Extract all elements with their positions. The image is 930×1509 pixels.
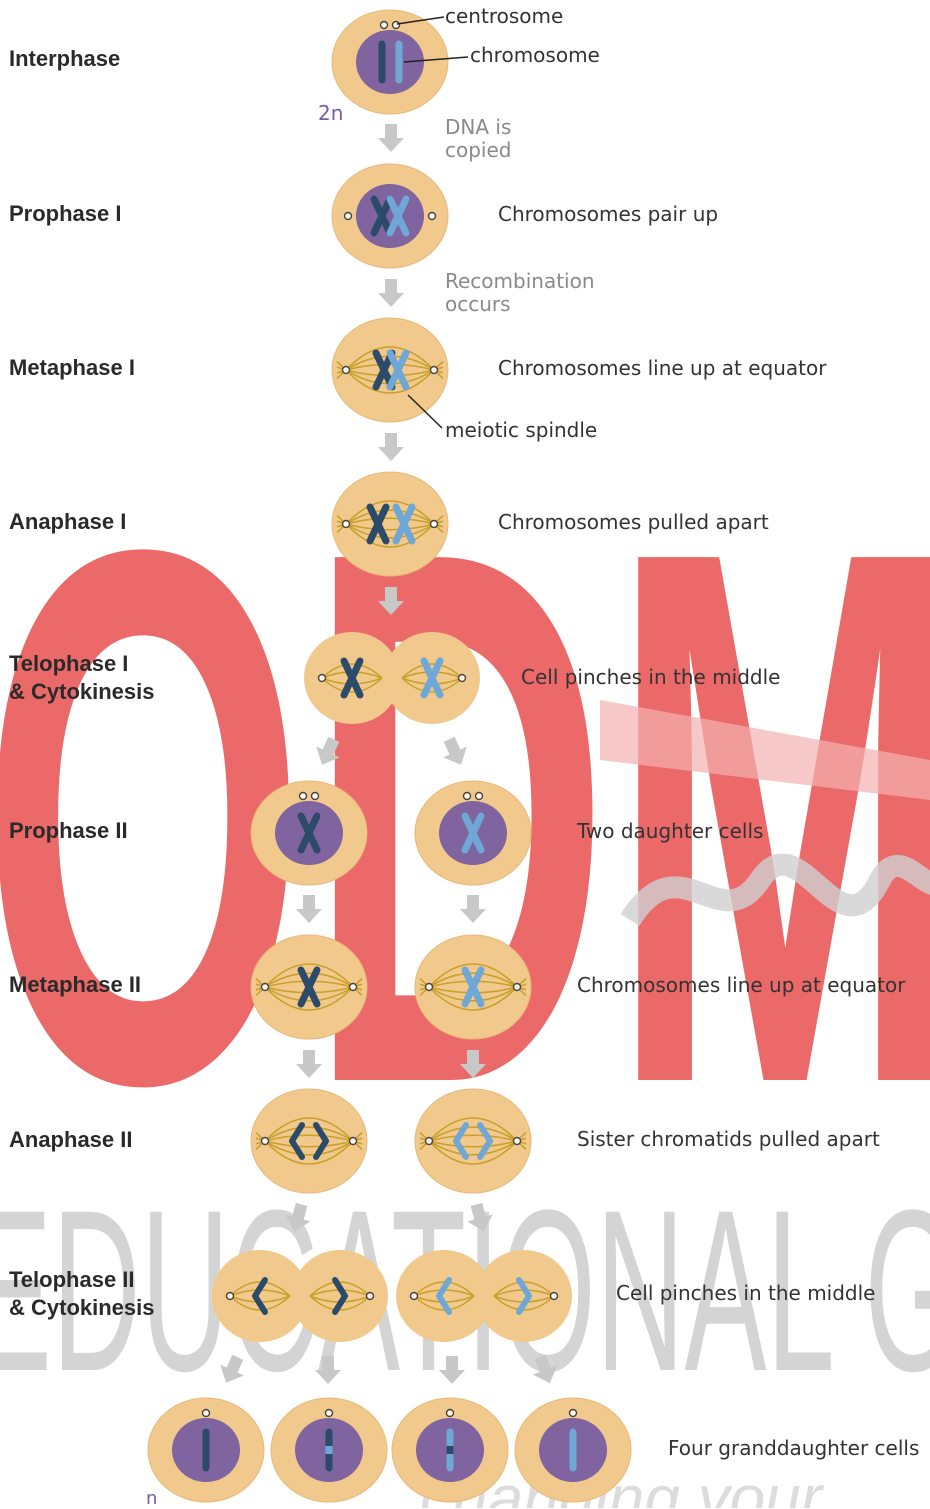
- cell-anaphase-2-left: [251, 1089, 367, 1193]
- cell-prophase-2-left: [251, 781, 367, 885]
- arrow-9a: [214, 1352, 249, 1388]
- arrow-7-right: [460, 1050, 486, 1078]
- cell-granddaughter-2: [271, 1398, 387, 1502]
- cell-prophase-2-right: [415, 781, 531, 885]
- description-prophase-2: Two daughter cells: [577, 819, 763, 843]
- cell-interphase: [332, 10, 448, 114]
- callout-centrosome: centrosome: [445, 4, 563, 28]
- arrow-5a: [310, 734, 345, 770]
- stage-label-telophase-1: Telophase I & Cytokinesis: [9, 650, 155, 706]
- cell-metaphase-2-right: [415, 935, 531, 1039]
- arrow-9d: [528, 1352, 562, 1387]
- stage-label-metaphase-1: Metaphase I: [9, 354, 135, 382]
- description-metaphase-2: Chromosomes line up at equator: [577, 973, 905, 997]
- description-telophase-2: Cell pinches in the middle: [616, 1281, 875, 1305]
- description-telophase-1: Cell pinches in the middle: [521, 665, 780, 689]
- note-dna-copied: DNA is copied: [445, 116, 511, 162]
- arrow-5b: [437, 734, 472, 770]
- nucleus: [356, 30, 424, 94]
- stage-label-anaphase-1: Anaphase I: [9, 508, 126, 536]
- arrow-9b: [315, 1356, 341, 1384]
- arrow-2: [378, 279, 404, 307]
- cell-telophase-2-left: [212, 1250, 388, 1342]
- arrow-8a: [282, 1201, 314, 1235]
- stage-label-metaphase-2: Metaphase II: [9, 971, 141, 999]
- stage-label-prophase-1: Prophase I: [9, 200, 121, 228]
- arrow-3: [378, 433, 404, 461]
- nucleus: [356, 184, 424, 248]
- cell-metaphase-2-left: [251, 935, 367, 1039]
- ploidy-haploid: n: [146, 1488, 157, 1509]
- stage-label-interphase: Interphase: [9, 45, 120, 73]
- ploidy-diploid: 2n: [318, 101, 343, 125]
- arrow-4: [378, 587, 404, 615]
- callout-chromosome: chromosome: [470, 43, 600, 67]
- arrow-6-right: [460, 895, 486, 923]
- description-prophase-1: Chromosomes pair up: [498, 202, 718, 226]
- arrow-9c: [439, 1356, 465, 1384]
- arrow-7-left: [296, 1050, 322, 1078]
- description-anaphase-1: Chromosomes pulled apart: [498, 510, 769, 534]
- cell-prophase-1: [332, 164, 448, 268]
- cell-metaphase-1: [332, 318, 448, 422]
- cell-granddaughter-1: [148, 1398, 264, 1502]
- description-anaphase-2: Sister chromatids pulled apart: [577, 1127, 880, 1151]
- arrow-1: [378, 124, 404, 152]
- arrow-6-left: [296, 895, 322, 923]
- cell-anaphase-2-right: [415, 1089, 531, 1193]
- stage-label-prophase-2: Prophase II: [9, 817, 128, 845]
- arrow-8b: [464, 1201, 496, 1235]
- description-granddaughter: Four granddaughter cells: [668, 1436, 919, 1460]
- cell-telophase-1: [304, 632, 480, 724]
- cell-granddaughter-3: [392, 1398, 508, 1502]
- stage-label-anaphase-2: Anaphase II: [9, 1126, 132, 1154]
- cell-granddaughter-4: [515, 1398, 631, 1502]
- cell-anaphase-1: [332, 472, 448, 576]
- stage-label-telophase-2: Telophase II & Cytokinesis: [9, 1266, 155, 1322]
- callout-spindle: meiotic spindle: [445, 418, 597, 442]
- cell-telophase-2-right: [396, 1250, 572, 1342]
- note-recombination: Recombination occurs: [445, 270, 595, 316]
- description-metaphase-1: Chromosomes line up at equator: [498, 356, 826, 380]
